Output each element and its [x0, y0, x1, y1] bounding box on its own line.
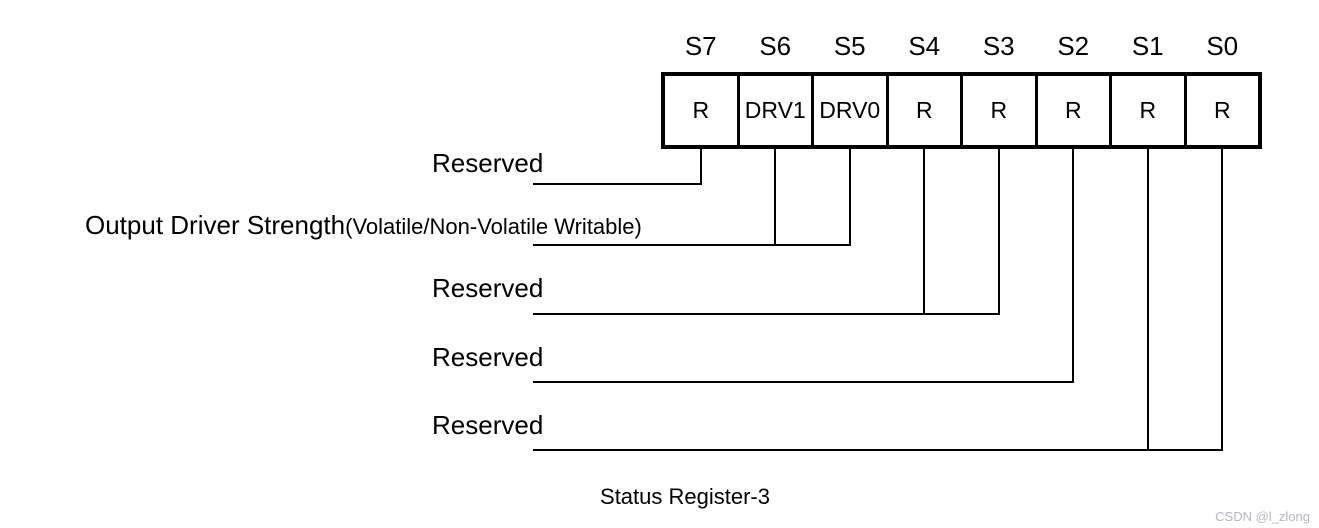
bit-cell-s4: R	[889, 76, 963, 145]
bit-position-label-s5: S5	[833, 31, 866, 61]
bit-name: R	[915, 97, 933, 123]
bit-name: DRV0	[819, 97, 881, 123]
annotation-label: Reserved	[432, 412, 543, 438]
connector-horizontal	[533, 313, 1000, 315]
bit-cell-s3: R	[963, 76, 1038, 145]
connector-horizontal	[533, 449, 1224, 451]
connector-vertical	[923, 148, 926, 315]
bit-cell-s2: R	[1038, 76, 1112, 145]
bit-name: R	[1064, 97, 1082, 123]
register-box: R DRV1 DRV0 R R R R R	[661, 72, 1262, 149]
bit-name: R	[1213, 97, 1231, 123]
annotation-label-text: Reserved	[432, 410, 544, 440]
connector-vertical	[774, 148, 777, 246]
annotation-label-suffix: (Volatile/Non-Volatile Writable)	[345, 214, 642, 239]
connector-vertical	[848, 148, 851, 246]
bit-name: R	[1139, 97, 1157, 123]
annotation-label-text: Reserved	[432, 148, 544, 178]
bit-position-label-s6: S6	[759, 31, 792, 61]
diagram-title: Status Register-3	[600, 484, 770, 509]
connector-horizontal	[533, 244, 851, 246]
annotation-label: Reserved	[432, 344, 543, 370]
annotation-label-text: Reserved	[432, 342, 544, 372]
bit-name: R	[990, 97, 1008, 123]
annotation-label: Reserved	[432, 150, 543, 176]
bit-name: R	[692, 97, 710, 123]
bit-cell-s7: R	[665, 76, 740, 145]
annotation-label: Output Driver Strength(Volatile/Non-Vola…	[85, 212, 642, 238]
connector-vertical	[1221, 148, 1224, 451]
annotation-label-text: Output Driver Strength	[85, 210, 346, 240]
connector-vertical	[1072, 148, 1075, 383]
bit-cell-s1: R	[1112, 76, 1187, 145]
watermark: CSDN @l_zlong	[1215, 509, 1310, 524]
connector-horizontal	[533, 381, 1075, 383]
bit-cell-s0: R	[1187, 76, 1259, 145]
bit-position-label-s4: S4	[908, 31, 941, 61]
bit-cell-s6: DRV1	[740, 76, 814, 145]
bit-position-label-s2: S2	[1057, 31, 1090, 61]
bit-cell-s5: DRV0	[814, 76, 889, 145]
bit-position-label-s1: S1	[1131, 31, 1164, 61]
connector-vertical	[1146, 148, 1149, 451]
bit-position-label-s3: S3	[982, 31, 1015, 61]
connector-horizontal	[533, 183, 702, 185]
connector-vertical	[699, 148, 702, 185]
bit-name: DRV1	[744, 97, 806, 123]
bit-position-label-s0: S0	[1206, 31, 1239, 61]
annotation-label-text: Reserved	[432, 273, 544, 303]
annotation-label: Reserved	[432, 275, 543, 301]
bit-position-label-s7: S7	[684, 31, 717, 61]
connector-vertical	[997, 148, 1000, 315]
